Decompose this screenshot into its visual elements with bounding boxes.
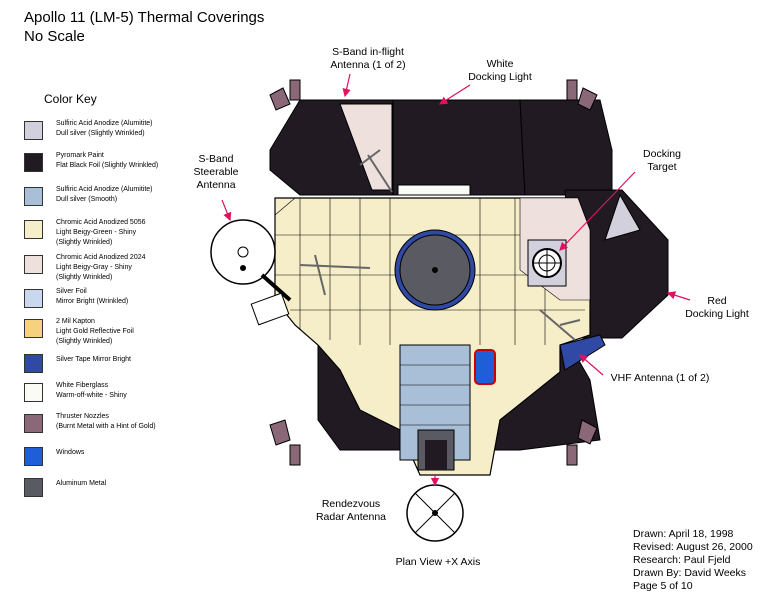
key-desc: Warm-off-white - Shiny (56, 392, 127, 399)
key-desc: Mirror Bright (Wrinkled) (56, 298, 129, 305)
key-label: Sulfiric Acid Anodize (Alumitite) (56, 186, 153, 193)
color-swatch (24, 414, 43, 433)
callout-vhf-antenna: VHF Antenna (1 of 2) (610, 372, 710, 384)
color-swatch (24, 121, 43, 140)
drawn-date: Drawn: April 18, 1998 (633, 528, 734, 540)
key-desc: Light Beigy-Gray - Shiny (56, 264, 132, 271)
callout-white-docking-light: White Docking Light (468, 58, 532, 83)
key-note: (Slightly Wrinkled) (56, 239, 113, 246)
diagram-title: Apollo 11 (LM-5) Thermal Coverings No Sc… (24, 8, 264, 46)
callout-docking-target: Docking Target (643, 148, 681, 173)
key-label: Silver Tape Mirror Bright (56, 356, 131, 363)
drawn-by-credit: Drawn By: David Weeks (633, 567, 747, 579)
callout-sband-inflight: S-Band in-flight Antenna (1 of 2) (330, 46, 406, 71)
revised-date: Revised: August 26, 2000 (633, 541, 753, 553)
color-swatch (24, 354, 43, 373)
color-swatch (24, 478, 43, 497)
key-label: Silver Foil (56, 288, 87, 295)
credits-block: Drawn: April 18, 1998 Revised: August 26… (633, 528, 753, 593)
key-desc: Light Beigy-Green - Shiny (56, 229, 137, 236)
color-swatch (24, 153, 43, 172)
research-credit: Research: Paul Fjeld (633, 554, 731, 566)
color-key-item: Sulfiric Acid Anodize (Alumitite) Dull si… (24, 183, 214, 213)
key-label: Chromic Acid Anodized 2024 (56, 254, 146, 261)
rendezvous-radar-dish (406, 484, 464, 542)
key-label: Pyromark Paint (56, 152, 104, 159)
callout-sband-steerable: S-Band Steerable Antenna (193, 153, 239, 191)
key-label: 2 Mil Kapton (56, 318, 95, 325)
key-note: (Slightly Wrinkled) (56, 274, 113, 281)
key-label: Chromic Acid Anodized 5056 (56, 219, 146, 226)
key-label: Thruster Nozzles (56, 413, 109, 420)
color-key-item: Aluminum Metal (24, 474, 214, 504)
key-desc: Flat Black Foil (Slightly Wrinkled) (56, 162, 159, 169)
title-line-2: No Scale (24, 28, 85, 45)
window (474, 349, 496, 385)
inflight-antenna (299, 149, 581, 341)
color-swatch (24, 447, 43, 466)
title-line-1: Apollo 11 (LM-5) Thermal Coverings (24, 9, 265, 26)
color-swatch (24, 220, 43, 239)
key-desc: Dull silver (Slightly Wrinkled) (56, 130, 145, 137)
callout-arrows (221, 73, 691, 487)
key-label: White Fiberglass (56, 382, 109, 389)
upper-blanket (269, 99, 613, 196)
plan-view-label: Plan View +X Axis (395, 556, 481, 568)
rcs-thruster (269, 79, 598, 466)
color-swatch (24, 383, 43, 402)
color-swatch (24, 319, 43, 338)
key-desc: (Burnt Metal with a Hint of Gold) (56, 423, 156, 430)
key-label: Windows (56, 449, 85, 456)
color-key-item: Sulfiric Acid Anodize (Alumitite) Dull si… (24, 117, 214, 147)
color-swatch (24, 255, 43, 274)
page-number: Page 5 of 10 (633, 580, 693, 592)
sband-steerable-dish (210, 219, 292, 326)
color-key-item: Silver Tape Mirror Bright (24, 350, 214, 380)
key-desc: Light Gold Reflective Foil (56, 328, 134, 335)
color-swatch (24, 187, 43, 206)
color-swatch (24, 289, 43, 308)
callout-rendezvous-radar: Rendezvous Radar Antenna (315, 498, 387, 523)
callout-red-docking-light: Red Docking Light (685, 295, 749, 320)
color-key-item: Thruster Nozzles (Burnt Metal with a Hint… (24, 410, 214, 440)
color-key-heading: Color Key (44, 92, 97, 106)
key-label: Sulfiric Acid Anodize (Alumitite) (56, 120, 153, 127)
vhf-antenna-stripe (559, 334, 606, 371)
key-label: Aluminum Metal (56, 480, 107, 487)
docking-target (527, 239, 567, 287)
key-note: (Slightly Wrinkled) (56, 338, 113, 345)
key-desc: Dull silver (Smooth) (56, 196, 118, 203)
docking-hatch (394, 229, 476, 311)
forward-platform (399, 344, 471, 471)
color-key-item: Windows (24, 443, 214, 473)
